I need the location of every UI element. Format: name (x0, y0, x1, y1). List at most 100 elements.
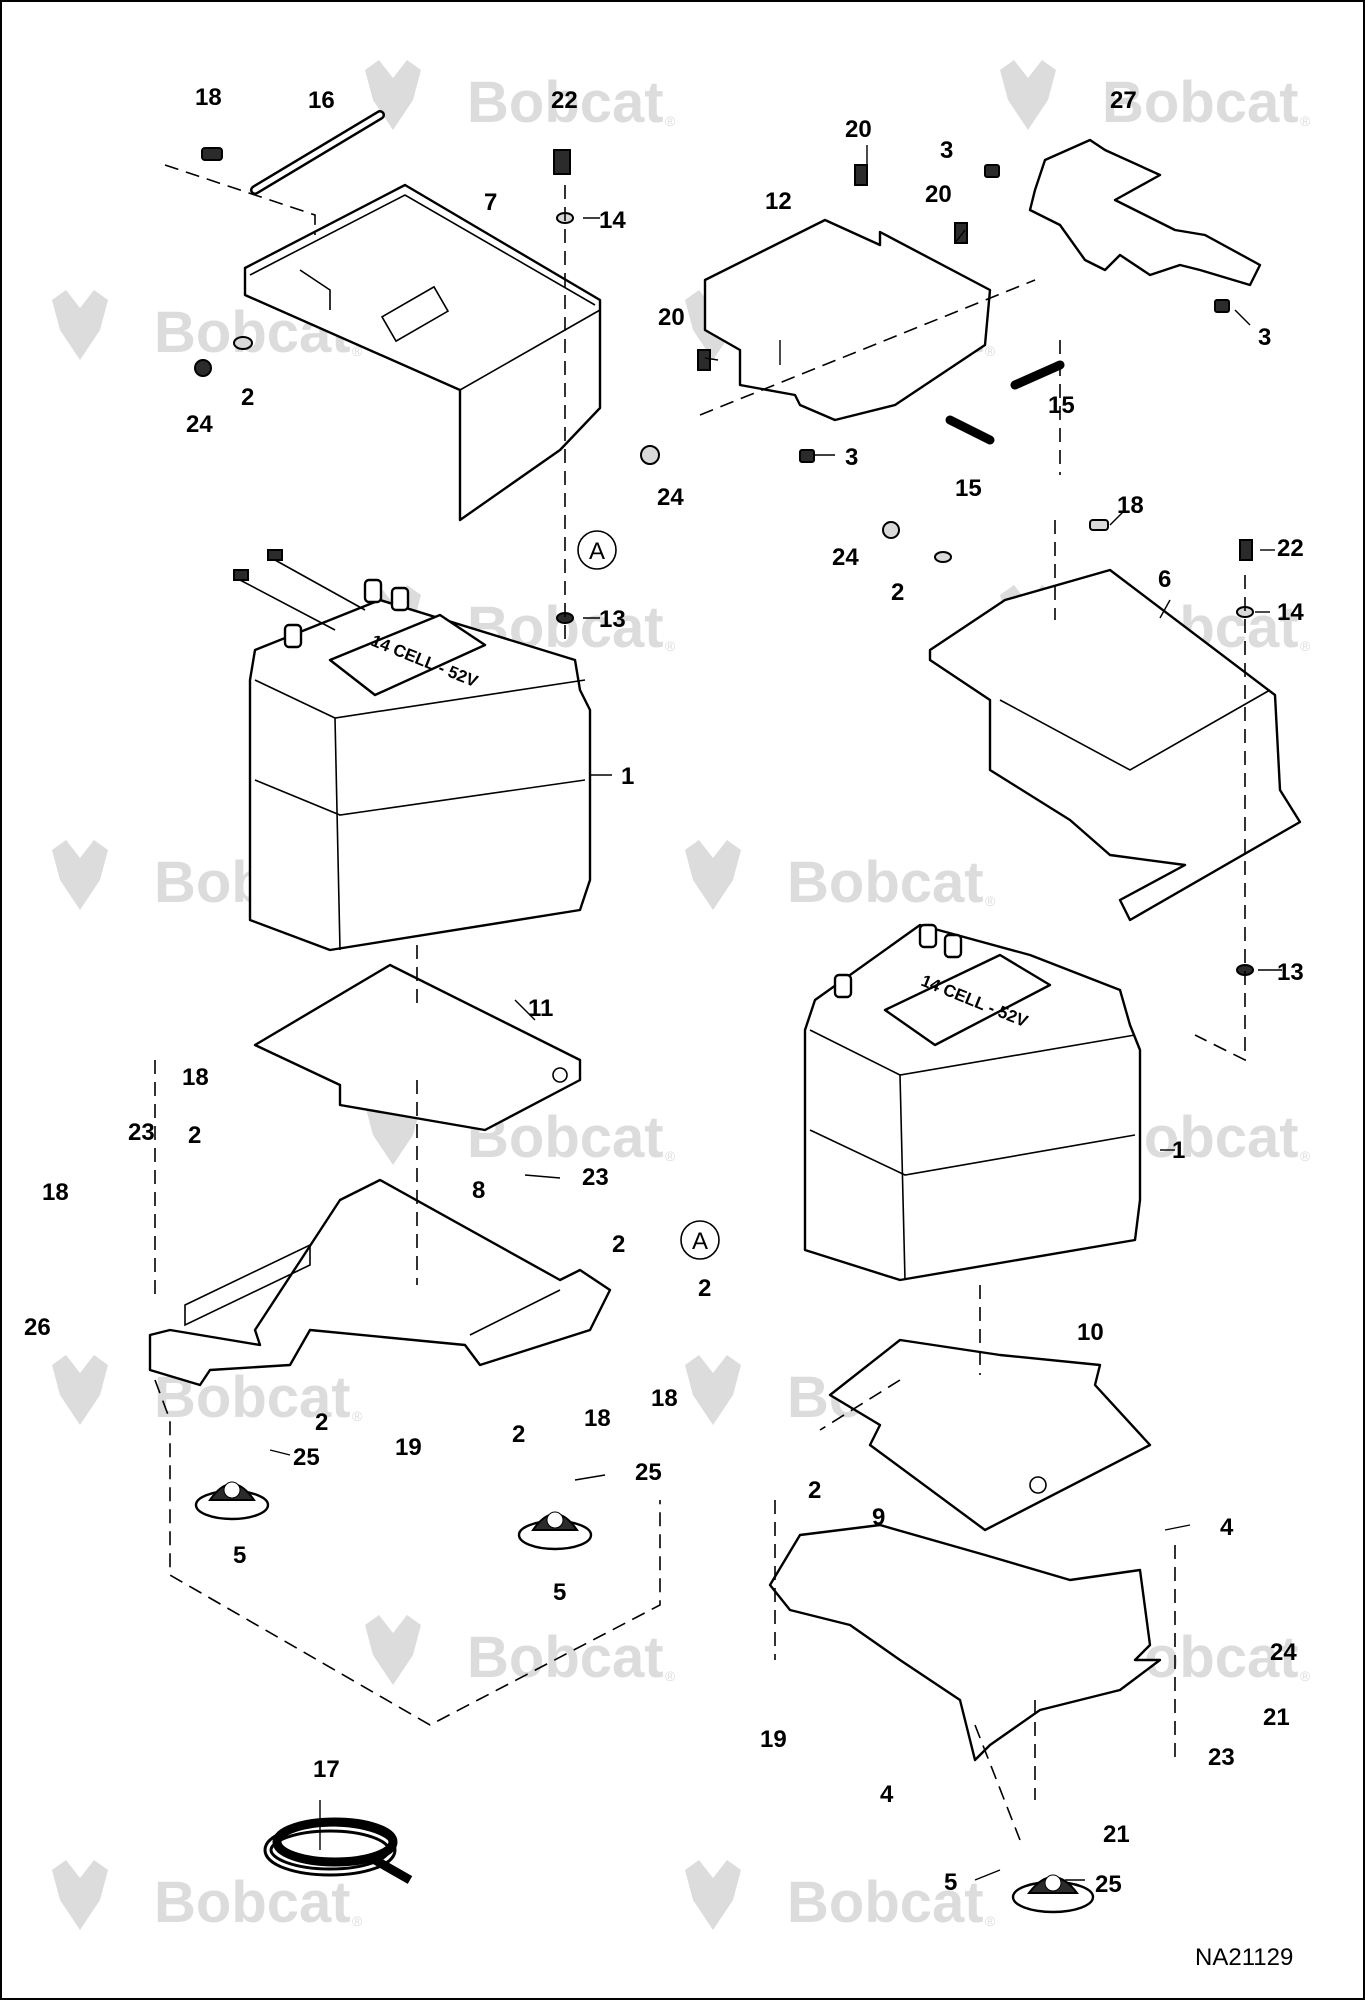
pin-15-b (945, 415, 995, 445)
watermark-layer: Bobcat® Bobcat® Bobcat® Bobcat® Bobcat® … (52, 60, 1311, 1935)
callout: 2 (808, 1477, 821, 1504)
battery-tray-7 (243, 183, 602, 522)
svg-text:®: ® (1300, 1668, 1311, 1684)
svg-text:Bobcat: Bobcat (467, 1625, 664, 1690)
callout: 12 (765, 188, 792, 215)
callout: 2 (315, 1409, 328, 1436)
assembly-lines (154, 164, 1246, 1841)
callout: 2 (698, 1275, 711, 1302)
svg-text:Bobcat: Bobcat (154, 1870, 351, 1935)
callout: 20 (845, 116, 872, 143)
callout: 22 (1277, 535, 1304, 562)
callout: 5 (944, 1869, 957, 1896)
bolt-20-a (854, 164, 868, 186)
bolt-18-right (1089, 519, 1109, 531)
svg-text:Bobcat: Bobcat (787, 1870, 984, 1935)
callout: 11 (528, 995, 553, 1022)
svg-text:®: ® (665, 1668, 676, 1684)
callout: 21 (1103, 1821, 1130, 1848)
callout: 18 (584, 1405, 611, 1432)
svg-text:A: A (692, 1228, 708, 1255)
svg-text:®: ® (352, 1408, 363, 1424)
washer-2 (233, 336, 253, 350)
nut-24-right (882, 521, 900, 539)
callout: 25 (1095, 1871, 1122, 1898)
callout: 3 (940, 137, 953, 164)
watermark: Bobcat® (685, 1860, 996, 1935)
callout: 23 (128, 1119, 155, 1146)
callout: 25 (635, 1459, 662, 1486)
bracket-27 (1028, 138, 1262, 287)
nut-24 (194, 359, 212, 377)
callout: 16 (308, 87, 335, 114)
svg-text:®: ® (1300, 113, 1311, 129)
callout: 21 (1263, 1704, 1290, 1731)
callout: 5 (553, 1579, 566, 1606)
callout: 13 (1277, 959, 1304, 986)
watermark: Bobcat® (685, 840, 996, 915)
callout: 24 (657, 484, 684, 511)
mount-5-right (1011, 1874, 1095, 1914)
callout: 25 (293, 1444, 320, 1471)
callout: 7 (484, 189, 497, 216)
callout: 26 (24, 1314, 51, 1341)
svg-text:®: ® (352, 1913, 363, 1929)
clip-3-top (984, 164, 1000, 178)
svg-text:®: ® (1300, 638, 1311, 654)
callout: 20 (658, 304, 685, 331)
clip-3-right (1214, 299, 1230, 313)
callout: 18 (651, 1385, 678, 1412)
pin-15-a (1010, 360, 1065, 390)
battery-1-right: 14 CELL - 52V (803, 923, 1142, 1282)
callout: 18 (195, 84, 222, 111)
svg-text:®: ® (1300, 1148, 1311, 1164)
callout: 1 (1172, 1137, 1185, 1164)
battery-1-left: 14 CELL - 52V (233, 549, 592, 952)
watermark: Bobcat® (365, 1615, 676, 1690)
bolt-22-right (1239, 539, 1253, 561)
callout: 4 (880, 1781, 894, 1808)
washer-2-right (934, 551, 952, 563)
svg-text:®: ® (665, 638, 676, 654)
bracket-9 (768, 1523, 1162, 1762)
svg-text:Bobcat: Bobcat (1102, 70, 1299, 135)
pad-10 (828, 1338, 1152, 1532)
svg-text:®: ® (985, 1913, 996, 1929)
callout: 2 (241, 384, 254, 411)
pad-11 (253, 963, 582, 1132)
leader-lines (269, 145, 1282, 1881)
svg-text:®: ® (665, 1148, 676, 1164)
callout: 8 (472, 1177, 485, 1204)
watermark: Bobcat® (365, 60, 676, 135)
mount-5-mid (517, 1511, 593, 1551)
watermark: Bobcat® (52, 1860, 363, 1935)
clip-3-bottom (799, 449, 815, 463)
callout: 18 (42, 1179, 69, 1206)
callout: 18 (1117, 492, 1144, 519)
callout: 17 (313, 1756, 340, 1783)
callout: 24 (832, 544, 859, 571)
callout: 22 (551, 87, 578, 114)
battery-tray-6 (928, 568, 1302, 922)
callout: 3 (1258, 324, 1271, 351)
callout: 6 (1158, 566, 1171, 593)
callout: 24 (186, 411, 213, 438)
svg-text:®: ® (665, 113, 676, 129)
callout: 13 (599, 606, 626, 633)
callout-layer: 18 16 22 7 14 2 24 24 13 1 11 18 23 2 18… (24, 84, 1304, 1898)
callout: 14 (1277, 599, 1304, 626)
nut-24-b (640, 445, 660, 465)
callout: 15 (955, 475, 982, 502)
callout: 9 (872, 1504, 885, 1531)
shield-12 (703, 218, 992, 422)
watermark: Bobcat® (1000, 60, 1311, 135)
bracket-8 (148, 1178, 612, 1387)
callout: 14 (599, 207, 626, 234)
callout: 24 (1270, 1639, 1297, 1666)
mount-5-left (194, 1481, 270, 1521)
callout: 20 (925, 181, 952, 208)
svg-text:®: ® (985, 893, 996, 909)
callout: 2 (512, 1421, 525, 1448)
